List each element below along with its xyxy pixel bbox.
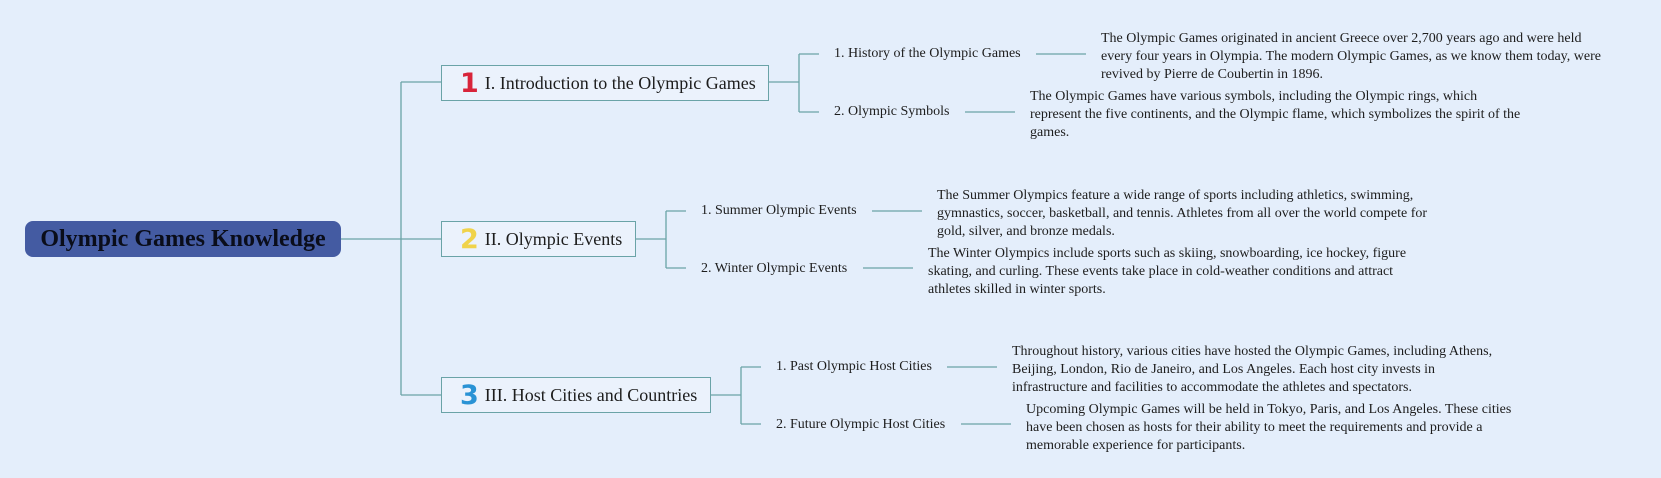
subtopic-winter-events[interactable]: 2. Winter Olympic Events xyxy=(701,261,848,276)
note-symbols: The Olympic Games have various symbols, … xyxy=(1030,89,1521,140)
root-topic[interactable]: Olympic Games Knowledge xyxy=(25,221,341,257)
branch-label: II. Olympic Events xyxy=(484,228,623,249)
number-one-icon: 1 xyxy=(460,67,479,99)
subtopic-past-hosts[interactable]: 1. Past Olympic Host Cities xyxy=(776,359,932,374)
subtopic-future-hosts[interactable]: 2. Future Olympic Host Cities xyxy=(776,417,946,432)
branch-olympic-events[interactable]: 2 II. Olympic Events xyxy=(441,221,636,257)
branch-introduction[interactable]: 1 I. Introduction to the Olympic Games xyxy=(441,65,769,101)
branch-label: III. Host Cities and Countries xyxy=(484,384,698,405)
subtopic-symbols[interactable]: 2. Olympic Symbols xyxy=(834,104,950,119)
subtopic-history[interactable]: 1. History of the Olympic Games xyxy=(834,46,1021,61)
subtopic-summer-events[interactable]: 1. Summer Olympic Events xyxy=(701,203,857,218)
note-winter-events: The Winter Olympics include sports such … xyxy=(928,246,1407,297)
note-summer-events: The Summer Olympics feature a wide range… xyxy=(937,188,1428,239)
note-history: The Olympic Games originated in ancient … xyxy=(1101,31,1601,82)
note-future-hosts: Upcoming Olympic Games will be held in T… xyxy=(1026,402,1512,453)
branch-label: I. Introduction to the Olympic Games xyxy=(484,72,756,93)
branch-host-cities[interactable]: 3 III. Host Cities and Countries xyxy=(441,377,711,413)
number-three-icon: 3 xyxy=(460,379,479,411)
number-two-icon: 2 xyxy=(460,223,479,255)
note-past-hosts: Throughout history, various cities have … xyxy=(1012,344,1493,395)
root-topic-label: Olympic Games Knowledge xyxy=(40,225,326,252)
